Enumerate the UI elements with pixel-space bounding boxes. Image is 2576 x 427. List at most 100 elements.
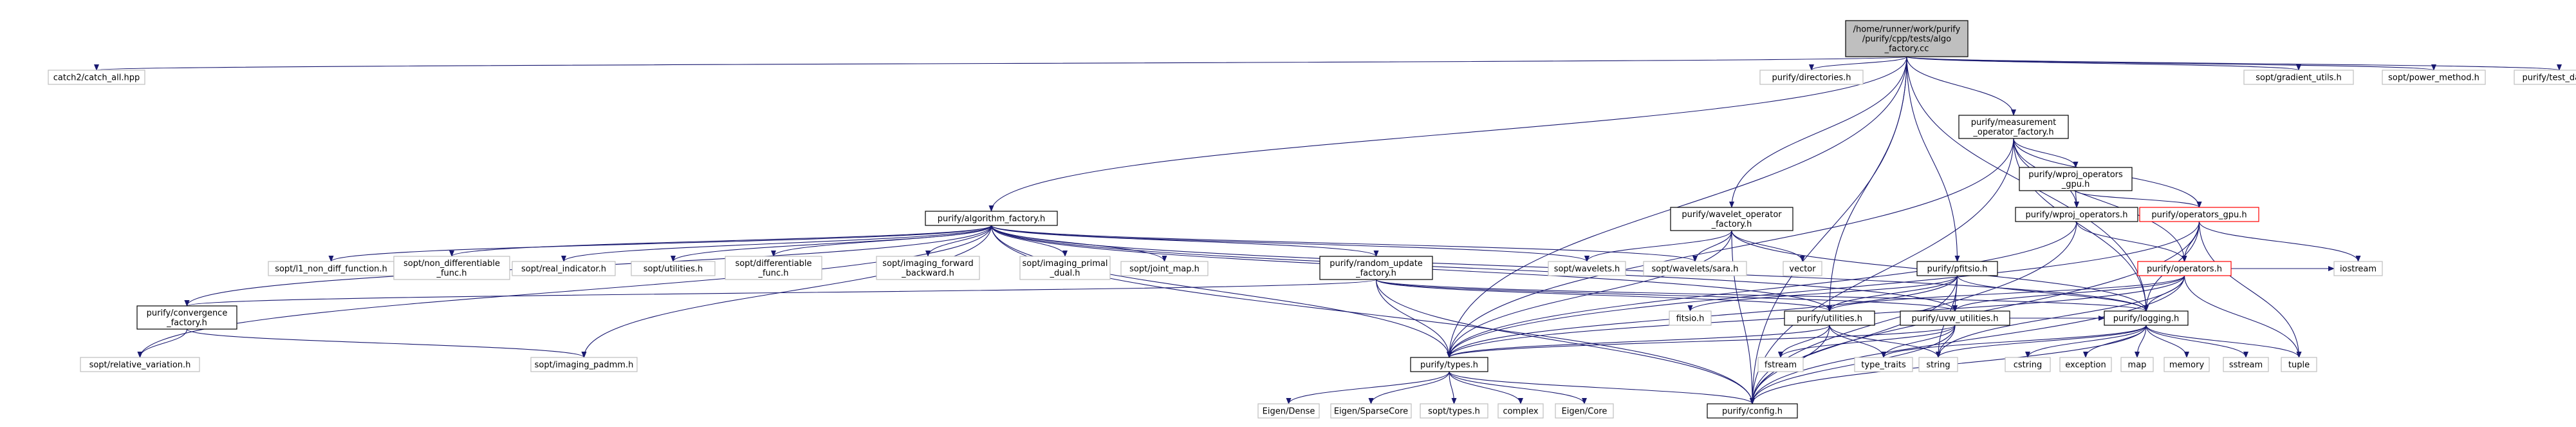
node-purify-pfitsio-h[interactable]: purify/pfitsio.h [1916, 261, 1998, 276]
node-label-line: sopt/power_method.h [2388, 73, 2479, 83]
node-box [136, 305, 237, 330]
edge-uvw-to-fstream [1778, 325, 1956, 358]
node-box [2005, 357, 2051, 372]
edge-random-to-putil [1375, 279, 1832, 312]
node-box [1497, 403, 1544, 419]
node-sopt-types-h[interactable]: sopt/types.h [1420, 403, 1488, 419]
edge-operators-to-uvw [1952, 275, 2185, 312]
node-purify-algorithm-factory-h[interactable]: purify/algorithm_factory.h [925, 211, 1058, 226]
node-box [2139, 207, 2259, 222]
edge-logging-to-memory [2145, 325, 2189, 358]
edge-wavelet_factory-to-config [1731, 230, 1755, 404]
node-sopt-imaging-primal-dual-h[interactable]: sopt/imaging_primal_dual.h [1019, 256, 1111, 280]
node-box [2104, 310, 2189, 326]
node-sopt-l1-non-diff-function-h[interactable]: sopt/l1_non_diff_function.h [268, 261, 394, 276]
node-string[interactable]: string [1918, 357, 1958, 372]
node-label-line: fitsio.h [1676, 314, 1705, 324]
node-purify-test-data-h[interactable]: purify/test_data.h [2514, 70, 2576, 85]
node-sopt-joint-map-h[interactable]: sopt/joint_map.h [1120, 261, 1209, 276]
node-sstream[interactable]: sstream [2223, 357, 2269, 372]
node-box [2243, 70, 2354, 85]
node-purify-wproj-operators-h[interactable]: purify/wproj_operators.h [2015, 207, 2138, 222]
node-purify-directories-h[interactable]: purify/directories.h [1759, 70, 1864, 85]
node-box [2223, 357, 2269, 372]
node-catch2-catch-all-hpp[interactable]: catch2/catch_all.hpp [48, 70, 145, 85]
node-exception[interactable]: exception [2059, 357, 2112, 372]
node-label-line: sopt/imaging_padmm.h [535, 361, 634, 370]
edge-measurement-to-wproj_gpu [2013, 138, 2079, 168]
node-purify-operators-h[interactable]: purify/operators.h [2137, 261, 2232, 276]
node-sopt-non-differentiable-func-h[interactable]: sopt/non_differentiable_func.h [393, 256, 510, 280]
node-label-line: purify/config.h [1722, 407, 1783, 417]
node-purify-types-h[interactable]: purify/types.h [1410, 357, 1488, 372]
node-label-line: catch2/catch_all.hpp [53, 73, 140, 83]
edge-operators_gpu-to-tuple [2198, 221, 2302, 358]
node-type-traits[interactable]: type_traits [1854, 357, 1913, 372]
node-sopt-real-indicator-h[interactable]: sopt/real_indicator.h [512, 261, 616, 276]
node-label-line: _dual.h [1050, 269, 1080, 278]
node-sopt-utilities-h[interactable]: sopt/utilities.h [631, 261, 716, 276]
edge-logging-to-cstring [2025, 325, 2147, 358]
edge-logging-to-string [1936, 325, 2147, 358]
node-sopt-imaging-padmm-h[interactable]: sopt/imaging_padmm.h [530, 357, 638, 372]
node-eigen-dense[interactable]: Eigen/Dense [1257, 403, 1320, 419]
edge-ptypes-to-eigencore [1449, 371, 1587, 404]
node-purify-utilities-h[interactable]: purify/utilities.h [1784, 310, 1875, 326]
node-sopt-relative-variation-h[interactable]: sopt/relative_variation.h [80, 357, 200, 372]
node-purify-convergence-factory-h[interactable]: purify/convergence_factory.h [136, 305, 237, 330]
edge-random-to-logging [1375, 279, 2149, 312]
node-box [2514, 70, 2576, 85]
node-vector[interactable]: vector [1783, 261, 1822, 276]
node-tuple[interactable]: tuple [2281, 357, 2317, 372]
edge-algorithm-to-l1 [328, 225, 992, 262]
node-box [1707, 403, 1798, 419]
node-map[interactable]: map [2120, 357, 2154, 372]
edge-uvw-to-type_traits [1881, 325, 1956, 358]
edge-algorithm-to-uvw [990, 225, 1958, 312]
node-box [393, 256, 510, 280]
node-label-line: fstream [1765, 361, 1797, 370]
node-label-line: purify/wavelet_operator [1682, 210, 1782, 220]
node-purify-measurement-operator-factory-h[interactable]: purify/measurement_operator_factory.h [1958, 115, 2069, 139]
node-label-line: _func.h [757, 269, 788, 278]
edge-operators-to-config [1750, 275, 2185, 404]
node-purify-logging-h[interactable]: purify/logging.h [2104, 310, 2189, 326]
node-memory[interactable]: memory [2164, 357, 2210, 372]
edge-operators-to-tuple [2183, 275, 2302, 358]
node-label-line: sopt/real_indicator.h [521, 265, 606, 274]
edge-random-to-convergence [185, 279, 1377, 307]
edge-root-to-pfitsio [1906, 56, 1960, 262]
node-home-runner-work-purify-purify-cpp-tests-algo-factory-cc[interactable]: /home/runner/work/purify/purify/cpp/test… [1845, 20, 1969, 57]
node-complex[interactable]: complex [1497, 403, 1544, 419]
node-sopt-wavelets-h[interactable]: sopt/wavelets.h [1548, 261, 1626, 276]
node-label-line: sopt/wavelets.h [1554, 265, 1620, 274]
node-cstring[interactable]: cstring [2005, 357, 2051, 372]
node-fstream[interactable]: fstream [1757, 357, 1804, 372]
node-sopt-wavelets-sara-h[interactable]: sopt/wavelets/sara.h [1643, 261, 1747, 276]
node-sopt-imaging-forward-backward-h[interactable]: sopt/imaging_forward_backward.h [876, 256, 980, 280]
node-purify-operators-gpu-h[interactable]: purify/operators_gpu.h [2139, 207, 2259, 222]
node-purify-wproj-operators-gpu-h[interactable]: purify/wproj_operators_gpu.h [2019, 167, 2133, 191]
node-box [876, 256, 980, 280]
node-sopt-gradient-utils-h[interactable]: sopt/gradient_utils.h [2243, 70, 2354, 85]
edge-algorithm-to-diff [771, 225, 992, 257]
node-box [1019, 256, 1111, 280]
edge-logging-to-tuple [2145, 325, 2302, 358]
node-box [2120, 357, 2154, 372]
node-label-line: /home/runner/work/purify [1853, 25, 1961, 35]
node-eigen-core[interactable]: Eigen/Core [1555, 403, 1614, 419]
node-label-line: purify/algorithm_factory.h [938, 214, 1045, 224]
edge-putil-to-string [1829, 325, 1941, 358]
node-eigen-sparsecore[interactable]: Eigen/SparseCore [1330, 403, 1412, 419]
node-label-line: _func.h [436, 269, 467, 278]
node-purify-uvw-utilities-h[interactable]: purify/uvw_utilities.h [1900, 310, 2010, 326]
node-fitsio-h[interactable]: fitsio.h [1669, 310, 1712, 326]
node-iostream[interactable]: iostream [2333, 261, 2383, 276]
node-purify-config-h[interactable]: purify/config.h [1707, 403, 1798, 419]
node-label-line: purify/measurement [1971, 118, 2057, 128]
node-sopt-differentiable-func-h[interactable]: sopt/differentiable_func.h [725, 256, 822, 280]
node-sopt-power-method-h[interactable]: sopt/power_method.h [2382, 70, 2486, 85]
node-label-line: _operator_factory.h [1972, 128, 2053, 137]
node-purify-wavelet-operator-factory-h[interactable]: purify/wavelet_operator_factory.h [1670, 207, 1793, 231]
node-purify-random-update-factory-h[interactable]: purify/random_update_factory.h [1319, 256, 1433, 280]
